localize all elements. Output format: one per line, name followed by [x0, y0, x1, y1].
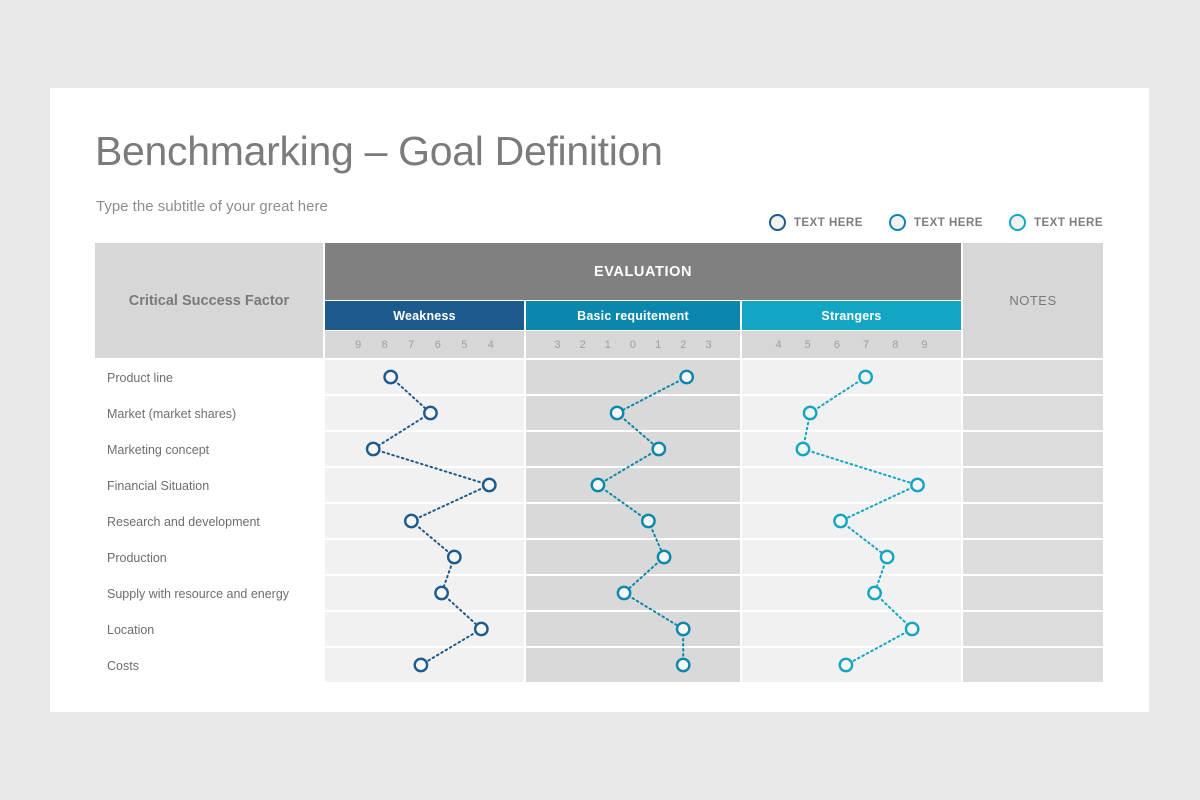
table-cell[interactable]	[325, 648, 524, 682]
scale-tick: 2	[680, 338, 687, 351]
row-label: Costs	[107, 659, 139, 673]
scale-tick: 5	[804, 338, 811, 351]
band-header-label: Strangers	[821, 308, 882, 323]
scale-row-0: 9 8 7 6 5 4	[325, 331, 524, 358]
scale-tick: 8	[381, 338, 388, 351]
group-header-evaluation: EVALUATION	[325, 243, 961, 300]
row-label: Financial Situation	[107, 479, 210, 493]
table-cell[interactable]	[526, 540, 740, 574]
scale-tick: 3	[705, 338, 712, 351]
row-label: Marketing concept	[107, 443, 210, 457]
table-cell[interactable]	[325, 540, 524, 574]
table-cell[interactable]	[742, 540, 961, 574]
page-title: Benchmarking – Goal Definition	[95, 128, 663, 174]
circle-outline-icon	[888, 214, 906, 231]
table-cell[interactable]	[325, 432, 524, 466]
table-cell[interactable]	[742, 360, 961, 394]
scale-tick: 4	[487, 338, 494, 351]
band-header-label: Weakness	[393, 308, 456, 323]
column-header-critical-success-factor: Critical Success Factor	[95, 243, 323, 358]
table-cell[interactable]	[742, 396, 961, 430]
table-cell[interactable]	[742, 468, 961, 502]
band-header-strangers: Strangers	[742, 301, 961, 330]
group-header-label: EVALUATION	[593, 263, 693, 280]
row-label: Market (market shares)	[107, 407, 237, 421]
benchmarking-table: Critical Success Factor EVALUATION NOTES…	[95, 243, 1103, 682]
scale-tick: 2	[579, 338, 586, 351]
scale-tick: 3	[554, 338, 561, 351]
table-cell[interactable]	[526, 360, 740, 394]
table-cell[interactable]	[526, 432, 740, 466]
row-label: Location	[107, 623, 155, 637]
legend-item-2[interactable]: TEXT HERE	[1008, 214, 1103, 231]
slide-canvas: Benchmarking – Goal Definition Type the …	[50, 88, 1149, 712]
table-cell[interactable]	[526, 468, 740, 502]
legend-item-label: TEXT HERE	[1033, 216, 1103, 229]
table-cell[interactable]	[526, 504, 740, 538]
table-cell[interactable]	[526, 648, 740, 682]
table-cell[interactable]	[526, 396, 740, 430]
table-cell[interactable]	[325, 468, 524, 502]
column-header-notes: NOTES	[963, 243, 1103, 358]
notes-cell[interactable]	[963, 648, 1103, 682]
scale-tick: 6	[434, 338, 441, 351]
scale-row-2: 4 5 6 7 8 9	[742, 331, 961, 358]
band-header-basic-requitement: Basic requitement	[526, 301, 740, 330]
row-label: Supply with resource and energy	[107, 587, 290, 601]
notes-cell[interactable]	[963, 504, 1103, 538]
table-cell[interactable]	[325, 612, 524, 646]
scale-tick: 8	[892, 338, 899, 351]
circle-outline-icon	[768, 214, 786, 231]
scale-tick: 1	[655, 338, 662, 351]
table-cell[interactable]	[325, 396, 524, 430]
notes-cell[interactable]	[963, 432, 1103, 466]
table-cell[interactable]	[742, 576, 961, 610]
circle-outline-icon	[1008, 214, 1026, 231]
band-header-weakness: Weakness	[325, 301, 524, 330]
row-label: Research and development	[107, 515, 260, 529]
band-header-label: Basic requitement	[577, 308, 689, 323]
legend-item-1[interactable]: TEXT HERE	[888, 214, 983, 231]
table-cell[interactable]	[325, 576, 524, 610]
notes-cell[interactable]	[963, 576, 1103, 610]
legend-item-0[interactable]: TEXT HERE	[768, 214, 863, 231]
table-cell[interactable]	[742, 432, 961, 466]
notes-cell[interactable]	[963, 360, 1103, 394]
scale-row-1: 3 2 1 0 1 2 3	[526, 331, 740, 358]
table-cell[interactable]	[526, 612, 740, 646]
scale-tick: 6	[833, 338, 840, 351]
notes-cell[interactable]	[963, 612, 1103, 646]
notes-cell[interactable]	[963, 396, 1103, 430]
legend: TEXT HERE TEXT HERE TEXT HERE	[768, 214, 1103, 231]
notes-header-label: NOTES	[1009, 293, 1057, 308]
table-cell[interactable]	[325, 360, 524, 394]
table-cell[interactable]	[742, 612, 961, 646]
legend-item-label: TEXT HERE	[913, 216, 983, 229]
scale-tick: 4	[775, 338, 782, 351]
scale-tick: 7	[408, 338, 415, 351]
scale-tick: 0	[629, 338, 637, 351]
page-subtitle: Type the subtitle of your great here	[96, 198, 328, 215]
scale-tick: 5	[461, 338, 468, 351]
notes-cell[interactable]	[963, 540, 1103, 574]
table-cell[interactable]	[526, 576, 740, 610]
row-label: Product line	[107, 371, 174, 385]
column-header-label: Critical Success Factor	[128, 292, 290, 309]
scale-tick: 7	[863, 338, 870, 351]
notes-cell[interactable]	[963, 468, 1103, 502]
scale-tick: 1	[604, 338, 611, 351]
scale-tick: 9	[921, 338, 928, 351]
table-cell[interactable]	[742, 648, 961, 682]
table-cell[interactable]	[325, 504, 524, 538]
row-label: Production	[107, 551, 167, 565]
scale-tick: 9	[355, 338, 362, 351]
table-cell[interactable]	[742, 504, 961, 538]
legend-item-label: TEXT HERE	[793, 216, 863, 229]
